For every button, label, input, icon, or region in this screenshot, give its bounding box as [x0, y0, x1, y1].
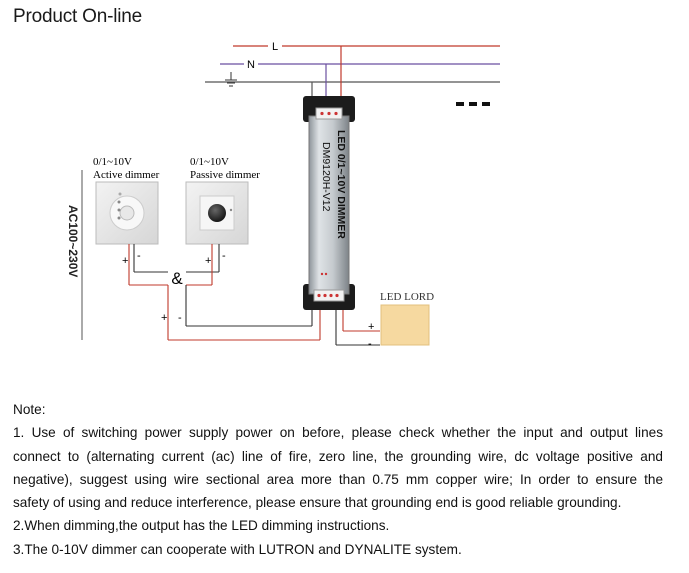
active-dimmer-label: Active dimmer	[93, 169, 160, 181]
led-plus: +	[368, 321, 374, 333]
passive-dimmer-label: Passive dimmer	[190, 169, 260, 181]
notes-heading: Note:	[13, 402, 46, 417]
active-minus: -	[137, 250, 141, 262]
ground-icon	[225, 72, 237, 87]
more-icon	[456, 102, 490, 106]
active-plus: +	[122, 255, 128, 267]
passive-plus: +	[205, 255, 211, 267]
control-minus: -	[178, 312, 182, 324]
led-load: LED LORD	[380, 291, 434, 346]
note-1-line-1: 1. Use of switching power supply power o…	[13, 425, 663, 441]
passive-minus: -	[222, 250, 226, 262]
dimmer-device: LED 0/1~10V DIMMER DM9120H-V12	[303, 96, 355, 310]
device-model: DM9120H-V12	[320, 142, 332, 212]
control-wiring	[128, 244, 321, 341]
output-wiring	[335, 310, 380, 346]
neutral-label: N	[247, 59, 255, 71]
wiring-diagram: L N AC100~230V 0/1~10V Active dimmer	[66, 40, 500, 350]
live-label: L	[272, 41, 278, 53]
led-label: LED LORD	[380, 291, 434, 303]
passive-dimmer-range: 0/1~10V	[190, 156, 229, 168]
active-dimmer: 0/1~10V Active dimmer	[93, 156, 160, 245]
note-1-line-3: negative), suggest using wire sectional …	[13, 471, 663, 487]
active-dimmer-range: 0/1~10V	[93, 156, 132, 168]
control-plus: +	[161, 312, 167, 324]
notes-section: Note: 1. Use of switching power supply p…	[13, 398, 663, 561]
note-2: 2.When dimming,the output has the LED di…	[13, 518, 390, 534]
led-minus: -	[368, 338, 372, 350]
page-title: Product On-line	[13, 6, 143, 27]
note-1-line-4: safety of using and reduce interference,…	[13, 495, 622, 511]
passive-dimmer: 0/1~10V Passive dimmer	[185, 156, 260, 245]
ac-voltage-label: AC100~230V	[66, 205, 80, 277]
note-3: 3.The 0-10V dimmer can cooperate with LU…	[13, 541, 462, 557]
note-1-line-2: connect to (alternating current (ac) lin…	[13, 448, 663, 464]
device-title: LED 0/1~10V DIMMER	[335, 130, 347, 239]
and-symbol: &	[171, 269, 183, 288]
mains-lines: L N	[81, 40, 500, 340]
